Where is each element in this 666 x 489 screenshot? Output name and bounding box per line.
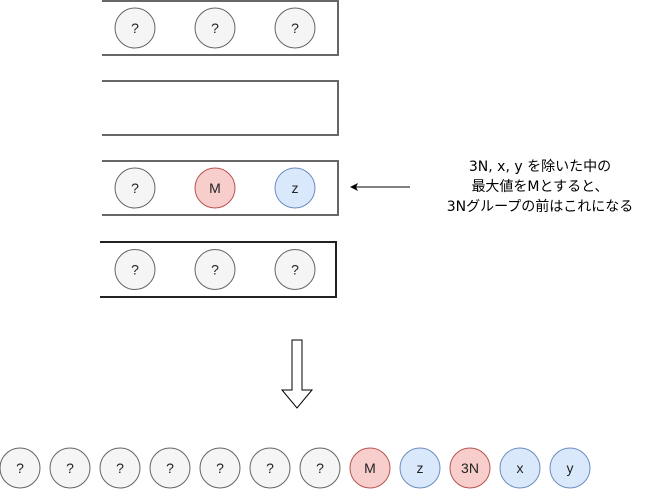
node-unknown: ?	[194, 7, 236, 49]
node-label: ?	[211, 20, 219, 36]
group-box: ???	[102, 0, 339, 56]
node-red: M	[194, 167, 236, 209]
node-circle	[449, 447, 491, 489]
node-label: ?	[266, 460, 274, 476]
node-circle	[0, 447, 41, 489]
node-circle	[399, 447, 441, 489]
node-label: z	[417, 460, 424, 476]
node-label: ?	[131, 262, 139, 278]
node-label: ?	[211, 262, 219, 278]
node-unknown: ?	[274, 7, 316, 49]
node-label: ?	[116, 460, 124, 476]
node-label: M	[209, 180, 221, 196]
note-line: 最大値をMとすると、	[471, 179, 609, 195]
node-circle	[194, 167, 236, 209]
node-unknown: ?	[194, 249, 236, 290]
node-blue: z	[274, 167, 316, 209]
node-red: 3N	[449, 447, 491, 489]
note-line: 3Nグループの前はこれになる	[446, 199, 634, 215]
group-box: ???	[100, 241, 337, 298]
node-unknown: ?	[114, 249, 156, 290]
node-circle	[499, 447, 541, 489]
note-line: 3N, x, y を除いた中の	[468, 159, 612, 175]
node-unknown: ?	[99, 447, 141, 489]
node-circle	[249, 447, 291, 489]
node-unknown: ?	[114, 167, 156, 209]
node-label: M	[364, 460, 376, 476]
node-unknown: ?	[114, 7, 156, 49]
node-label: ?	[216, 460, 224, 476]
node-unknown: ?	[299, 447, 341, 489]
node-circle	[299, 447, 341, 489]
node-label: ?	[166, 460, 174, 476]
node-circle	[549, 447, 591, 489]
node-circle	[274, 7, 316, 49]
node-blue: y	[549, 447, 591, 489]
node-unknown: ?	[149, 447, 191, 489]
down-arrow	[280, 339, 314, 409]
node-blue: x	[499, 447, 541, 489]
node-circle	[274, 249, 316, 290]
pointer-arrow	[350, 183, 410, 191]
node-circle	[194, 249, 236, 290]
node-unknown: ?	[49, 447, 91, 489]
node-label: y	[567, 460, 574, 476]
node-red: M	[349, 447, 391, 489]
node-circle	[114, 7, 156, 49]
node-label: ?	[291, 20, 299, 36]
annotation-note: 3N, x, y を除いた中の 最大値をMとすると、 3Nグループの前はこれにな…	[405, 157, 666, 217]
node-label: x	[517, 460, 524, 476]
node-label: ?	[316, 460, 324, 476]
node-unknown: ?	[249, 447, 291, 489]
node-label: ?	[131, 180, 139, 196]
node-label: ?	[16, 460, 24, 476]
node-circle	[99, 447, 141, 489]
node-circle	[274, 167, 316, 209]
node-label: ?	[66, 460, 74, 476]
node-unknown: ?	[0, 447, 41, 489]
node-circle	[149, 447, 191, 489]
node-label: ?	[291, 262, 299, 278]
group-box	[102, 80, 339, 136]
node-circle	[49, 447, 91, 489]
node-circle	[199, 447, 241, 489]
node-circle	[114, 167, 156, 209]
node-circle	[194, 7, 236, 49]
node-label: 3N	[461, 460, 479, 476]
node-blue: z	[399, 447, 441, 489]
node-label: z	[292, 180, 299, 196]
node-circle	[114, 249, 156, 290]
node-unknown: ?	[199, 447, 241, 489]
node-circle	[349, 447, 391, 489]
node-label: ?	[131, 20, 139, 36]
node-unknown: ?	[274, 249, 316, 290]
